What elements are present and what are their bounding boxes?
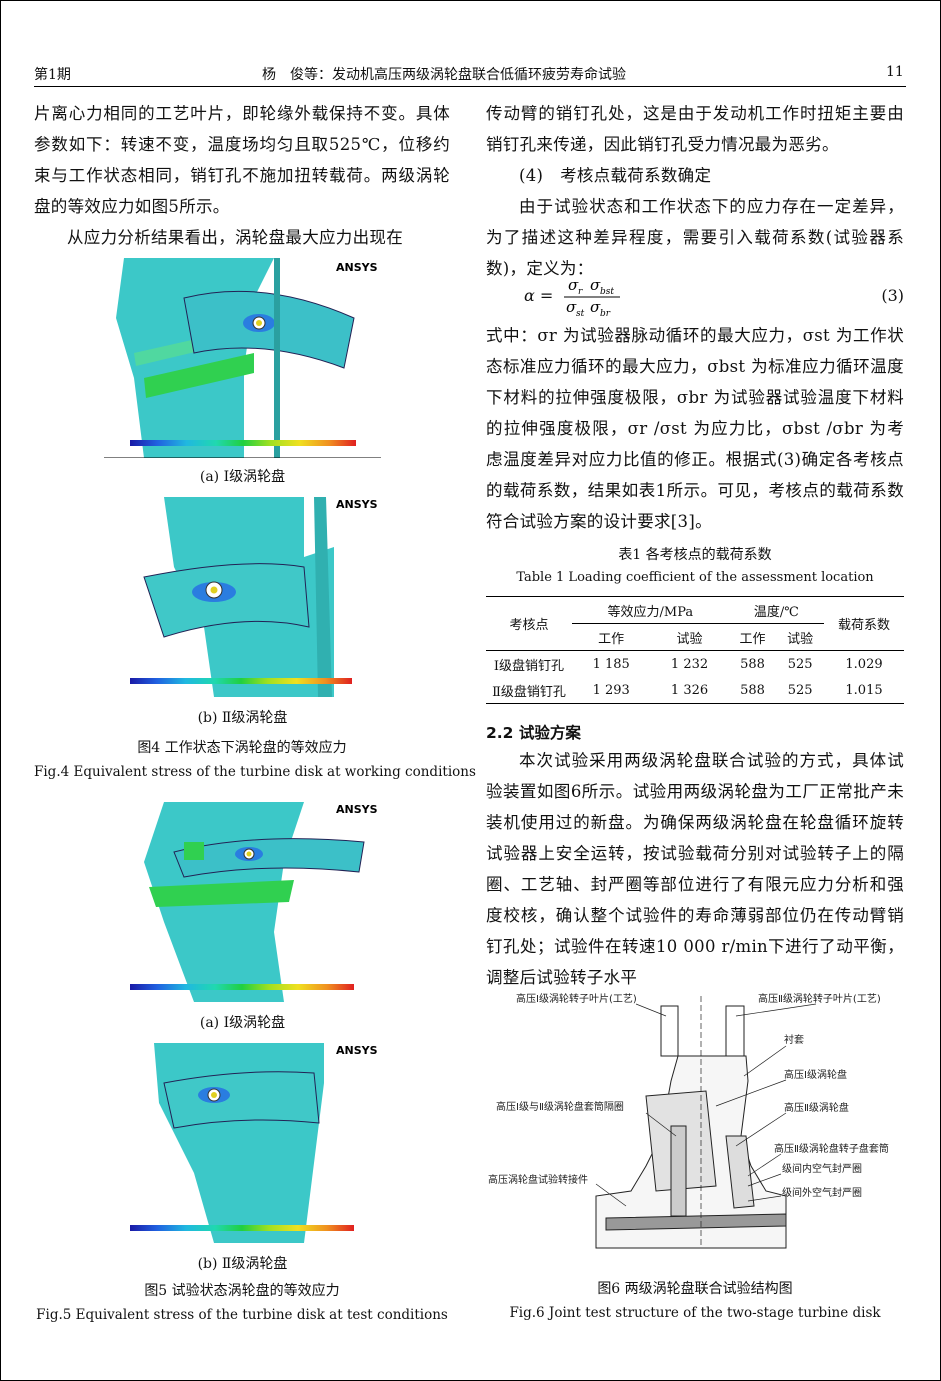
svg-text:σ: σ — [590, 276, 601, 294]
fig4a-fea-image: ANSYS — [104, 258, 381, 458]
svg-text:bst: bst — [600, 287, 614, 297]
left-column-top: 片离心力相同的工艺叶片，即轮缘外载保持不变。具体参数如下：转速不变，温度场均匀且… — [34, 98, 450, 253]
fig6-structure-diagram: 高压Ⅰ级涡轮转子叶片(工艺) 高压Ⅱ级涡轮转子叶片(工艺) 衬套 高压Ⅰ级涡轮盘… — [486, 986, 906, 1268]
equation-fraction: σ r σ bst σ st σ br — [564, 276, 620, 318]
fig6-label-stage1-disk: 高压Ⅰ级涡轮盘 — [784, 1068, 847, 1081]
svg-text:r: r — [578, 287, 583, 297]
table1-header-temp-work: 工作 — [739, 631, 766, 647]
fig4b-ansys-logo: ANSYS — [336, 498, 378, 511]
right-paragraph-3: 式中：σr 为试验器脉动循环的最大应力，σst 为工作状态标准应力循环的最大应力… — [486, 326, 904, 531]
fig4a-subcaption: (a) Ⅰ级涡轮盘 — [199, 469, 286, 485]
fig5-caption-cn: 图5 试验状态涡轮盘的等效应力 — [144, 1283, 340, 1299]
table1-cell: 588 — [740, 656, 765, 672]
section-2-2-title: 2.2 试验方案 — [486, 724, 581, 742]
header-rule — [34, 86, 906, 87]
table1-cell: 1 326 — [670, 682, 709, 698]
svg-text:σ: σ — [568, 276, 579, 294]
fig6-label-spacer: 高压Ⅰ级与Ⅱ级涡轮盘套筒隔圈 — [496, 1100, 624, 1113]
table1-header-coef: 载荷系数 — [824, 596, 904, 651]
table1-header-stress-test: 试验 — [676, 631, 703, 647]
table1-cell: 525 — [787, 682, 813, 698]
fig5b-ansys-logo: ANSYS — [336, 1044, 378, 1057]
table1-cell: Ⅰ级盘销钉孔 — [493, 658, 565, 674]
right-paragraph-3-block: 式中：σr 为试验器脉动循环的最大应力，σst 为工作状态标准应力循环的最大应力… — [486, 320, 904, 537]
table1-cell: 525 — [787, 656, 813, 672]
left-paragraph-1: 片离心力相同的工艺叶片，即轮缘外载保持不变。具体参数如下：转速不变，温度场均匀且… — [34, 104, 450, 216]
table1-cell: 1 232 — [670, 656, 709, 672]
left-paragraph-2: 从应力分析结果看出，涡轮盘最大应力出现在 — [67, 228, 403, 247]
fig5a-fea-image: ANSYS — [104, 802, 381, 1002]
right-paragraph-1: 传动臂的销钉孔处，这是由于发动机工作时扭矩主要由销钉孔来传递，因此销钉孔受力情况… — [486, 104, 904, 154]
table-row: Ⅱ级盘销钉孔 1 293 1 326 588 525 1.015 — [486, 677, 904, 704]
svg-text:σ: σ — [590, 298, 601, 316]
fig5-caption-en: Fig.5 Equivalent stress of the turbine d… — [36, 1307, 448, 1323]
table1-cell: 1 293 — [592, 682, 630, 698]
table1: 考核点 等效应力/MPa 温度/℃ 载荷系数 工作 试验 工作 试验 Ⅰ级盘销钉… — [486, 596, 904, 704]
fig6-label-stage1-blade: 高压Ⅰ级涡轮转子叶片(工艺) — [516, 992, 637, 1005]
fig6-label-stage2-sleeve: 高压Ⅱ级涡轮盘转子盘套筒 — [774, 1142, 889, 1155]
table1-cell: 1 185 — [592, 656, 630, 672]
table1-header-temp-test: 试验 — [787, 631, 814, 647]
svg-text:st: st — [576, 309, 585, 318]
fig5b-subcaption: (b) Ⅱ级涡轮盘 — [197, 1256, 288, 1272]
fig4a-ansys-logo: ANSYS — [336, 261, 378, 274]
table1-cell: 1.029 — [845, 656, 883, 672]
fig4-caption-cn: 图4 工作状态下涡轮盘的等效应力 — [137, 740, 347, 756]
table-row: Ⅰ级盘销钉孔 1 185 1 232 588 525 1.029 — [486, 651, 904, 678]
fig6-label-adapter: 高压涡轮盘试验转接件 — [488, 1173, 588, 1186]
right-paragraph-4-block: 本次试验采用两级涡轮盘联合试验的方式，具体试验装置如图6所示。试验用两级涡轮盘为… — [486, 745, 904, 993]
fig6-caption-cn: 图6 两级涡轮盘联合试验结构图 — [597, 1281, 793, 1297]
right-paragraph-2: 由于试验状态和工作状态下的应力存在一定差异，为了描述这种差异程度，需要引入载荷系… — [486, 197, 904, 278]
fig6-label-stage2-blade: 高压Ⅱ级涡轮转子叶片(工艺) — [758, 992, 881, 1005]
right-column-top: 传动臂的销钉孔处，这是由于发动机工作时扭矩主要由销钉孔来传递，因此销钉孔受力情况… — [486, 98, 904, 284]
header-issue: 第1期 — [34, 67, 71, 83]
svg-text:br: br — [600, 309, 611, 318]
table1-header-point: 考核点 — [486, 596, 572, 651]
equation-3: α = σ r σ bst σ st σ br (3) — [486, 276, 904, 318]
header-page-number: 11 — [886, 64, 904, 80]
table1-header-stress: 等效应力/MPa — [572, 596, 729, 624]
fig4b-fea-image: ANSYS — [104, 497, 381, 697]
fig4-caption-en: Fig.4 Equivalent stress of the turbine d… — [34, 764, 476, 780]
table1-caption-cn: 表1 各考核点的载荷系数 — [618, 547, 772, 563]
fig5a-ansys-logo: ANSYS — [336, 803, 378, 816]
fig6-label-stage2-disk: 高压Ⅱ级涡轮盘 — [784, 1101, 849, 1114]
header-title: 杨 俊等：发动机高压两级涡轮盘联合低循环疲劳寿命试验 — [262, 67, 626, 83]
table1-cell: 588 — [740, 682, 765, 698]
svg-text:σ: σ — [566, 298, 577, 316]
fig5b-fea-image: ANSYS — [104, 1043, 381, 1243]
table1-header-temp: 温度/℃ — [728, 596, 824, 624]
right-paragraph-4: 本次试验采用两级涡轮盘联合试验的方式，具体试验装置如图6所示。试验用两级涡轮盘为… — [486, 751, 904, 987]
subsection-4-heading: (4) 考核点载荷系数确定 — [519, 166, 712, 185]
fig4b-subcaption: (b) Ⅱ级涡轮盘 — [197, 710, 288, 726]
table1-cell: 1.015 — [845, 682, 883, 698]
fig6-caption-en: Fig.6 Joint test structure of the two-st… — [509, 1305, 881, 1321]
fig6-label-inner-seal: 级间内空气封严圈 — [782, 1162, 862, 1175]
fig6-label-outer-seal: 级间外空气封严圈 — [782, 1186, 862, 1199]
fig6-label-bushing: 衬套 — [784, 1033, 804, 1046]
equation-lhs: α = — [524, 286, 554, 305]
fig5a-subcaption: (a) Ⅰ级涡轮盘 — [199, 1015, 286, 1031]
equation-number: (3) — [881, 286, 904, 305]
table1-header-stress-work: 工作 — [598, 631, 625, 647]
table1-cell: Ⅱ级盘销钉孔 — [492, 684, 566, 700]
table1-caption-en: Table 1 Loading coefficient of the asses… — [516, 570, 874, 585]
